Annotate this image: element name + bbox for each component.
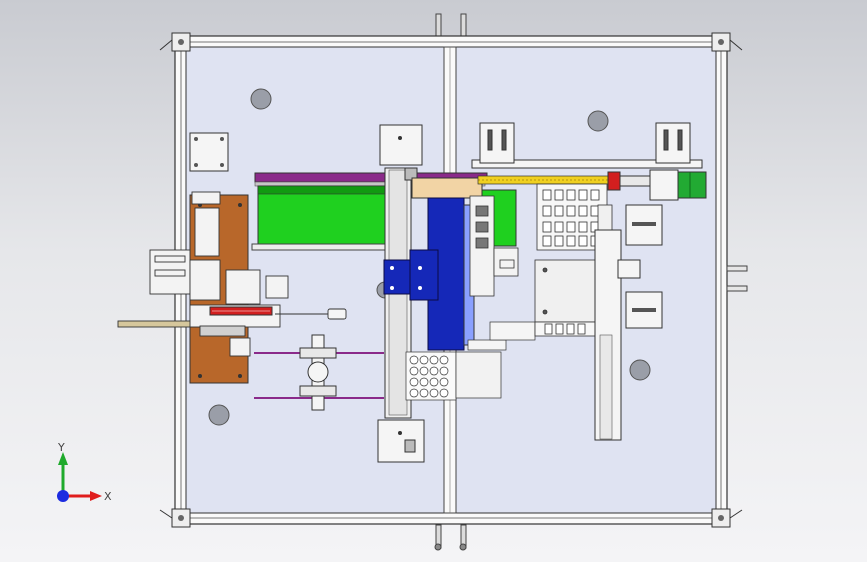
y-axis-label: Y [57,441,65,454]
screw-rail [471,159,707,201]
shaft-assembly [254,334,384,411]
beige-plate [411,177,483,199]
red-cylinder [209,306,273,316]
part-tray [405,321,536,401]
mounting-holes [208,88,651,426]
feeder-blocks [469,195,519,297]
right-vertical-rail [594,204,663,441]
right-connectors [726,265,748,292]
rod-assembly [275,308,347,320]
blue-carriage [383,197,475,351]
z-axis-dot [57,490,69,502]
left-top-bracket [189,132,229,172]
top-connectors [434,13,467,551]
x-axis-label: X [104,490,112,503]
top-right-brackets [479,122,691,164]
coordinate-triad: Y X [57,441,112,503]
